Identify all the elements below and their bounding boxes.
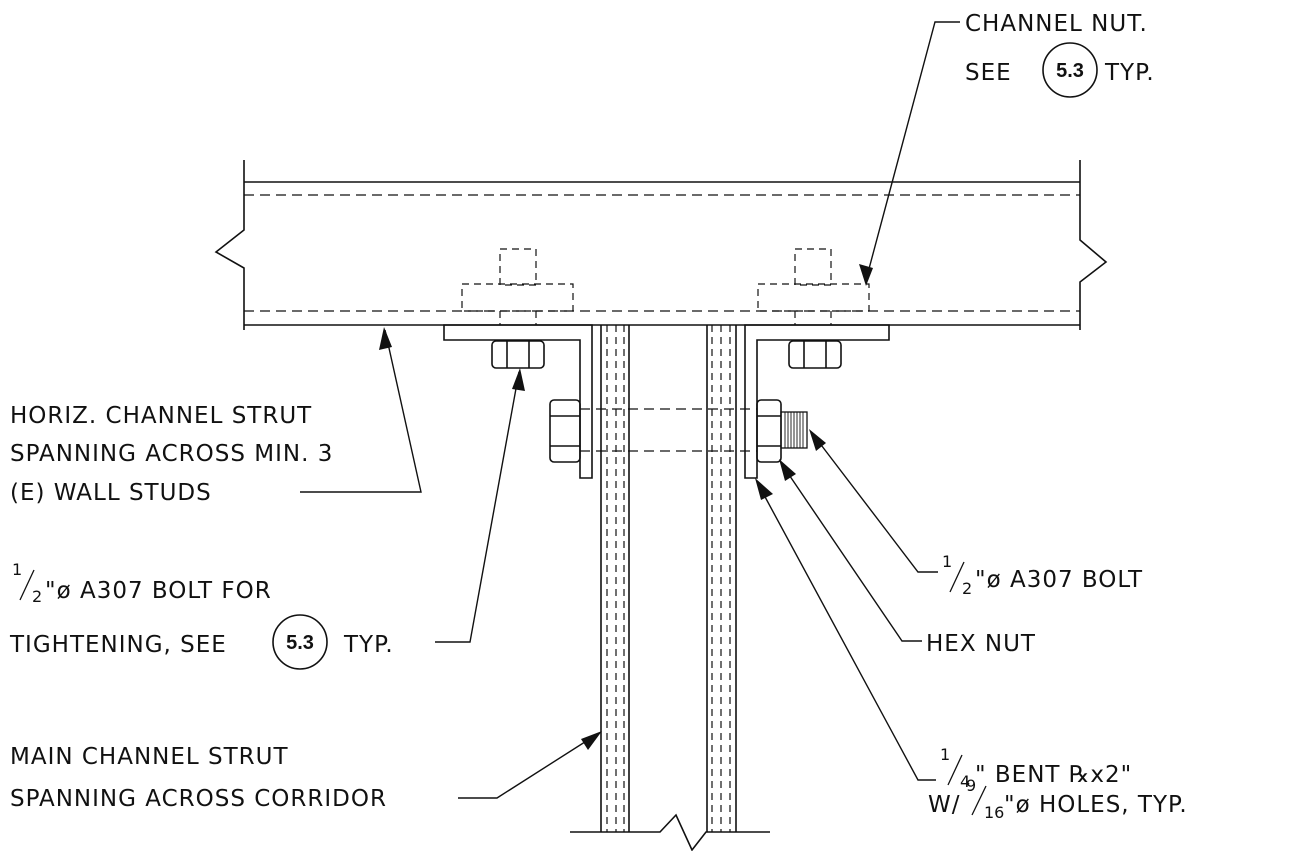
bolt-frac-num: 1: [942, 552, 952, 571]
bolt-label: "ø A307 BOLT: [975, 567, 1143, 593]
callout-bent-plate: 1 4 " BENT ℞x2" W/ 9 16 "ø HOLES, TYP.: [928, 745, 1188, 822]
hex-nut-left-bottom: [491, 340, 545, 369]
horiz-strut-line-3: (E) WALL STUDS: [10, 480, 212, 506]
horizontal-channel-strut: [214, 160, 1108, 330]
leader-horiz-strut: [300, 327, 422, 493]
bent-plate-frac-num: 1: [940, 745, 950, 764]
channel-nut-ref: 5.3: [1056, 60, 1084, 82]
bent-plate-left: [443, 324, 593, 479]
channel-nut-see: SEE: [965, 60, 1012, 86]
main-strut-line-2: SPANNING ACROSS CORRIDOR: [10, 786, 387, 812]
callout-hex-nut: HEX NUT: [926, 631, 1036, 657]
channel-nut-typ: TYP.: [1104, 60, 1155, 86]
callout-main-strut: MAIN CHANNEL STRUT SPANNING ACROSS CORRI…: [10, 744, 387, 812]
leader-bolt: [809, 429, 938, 573]
callout-bolt: 1 2 "ø A307 BOLT: [942, 552, 1143, 598]
bent-plate-line-2-prefix: W/: [928, 792, 961, 818]
main-strut-line-1: MAIN CHANNEL STRUT: [10, 744, 289, 770]
bent-plate-frac2-num: 9: [966, 776, 976, 795]
bent-plate-frac2-den: 16: [984, 803, 1004, 822]
bolt-tightening-line-2: TIGHTENING, SEE: [9, 632, 227, 658]
channel-nut-label: CHANNEL NUT.: [965, 11, 1148, 37]
detail-reference-bubble: [272, 614, 328, 670]
leader-hex-nut: [779, 459, 922, 642]
bolt-tightening-frac-den: 2: [32, 587, 42, 606]
main-channel-strut: [570, 325, 770, 851]
detail-reference-bubble: [1042, 42, 1098, 98]
channel-nut-right: [757, 248, 870, 325]
leader-bent-plate: [755, 478, 936, 781]
bolt-threads: [784, 412, 804, 448]
horiz-strut-line-1: HORIZ. CHANNEL STRUT: [10, 403, 312, 429]
hex-nut-right-bottom: [788, 340, 842, 369]
through-bolt: [549, 399, 808, 463]
bent-plate-line-2: "ø HOLES, TYP.: [1004, 792, 1188, 818]
bent-plate-line-1: " BENT ℞x2": [975, 762, 1132, 788]
bent-plate-right: [744, 324, 890, 479]
bolt-tightening-typ: TYP.: [343, 632, 394, 658]
callout-bolt-tightening: 1 2 "ø A307 BOLT FOR TIGHTENING, SEE 5.3…: [9, 560, 394, 670]
bolt-tightening-frac-num: 1: [12, 560, 22, 579]
channel-nut-left: [461, 248, 574, 325]
bolt-tightening-ref: 5.3: [286, 632, 314, 654]
leader-main-strut: [458, 731, 602, 799]
bent-plate-frac-den: 4: [960, 772, 970, 791]
callout-channel-nut: CHANNEL NUT. SEE 5.3 TYP.: [965, 11, 1155, 98]
hex-nut-label: HEX NUT: [926, 631, 1036, 657]
leader-channel-nut: [859, 21, 960, 286]
horiz-strut-line-2: SPANNING ACROSS MIN. 3: [10, 441, 333, 467]
callout-horiz-strut: HORIZ. CHANNEL STRUT SPANNING ACROSS MIN…: [10, 403, 333, 506]
leader-bolt-tightening: [435, 368, 525, 643]
bolt-tightening-line-1: "ø A307 BOLT FOR: [45, 578, 272, 604]
bolt-frac-den: 2: [962, 579, 972, 598]
